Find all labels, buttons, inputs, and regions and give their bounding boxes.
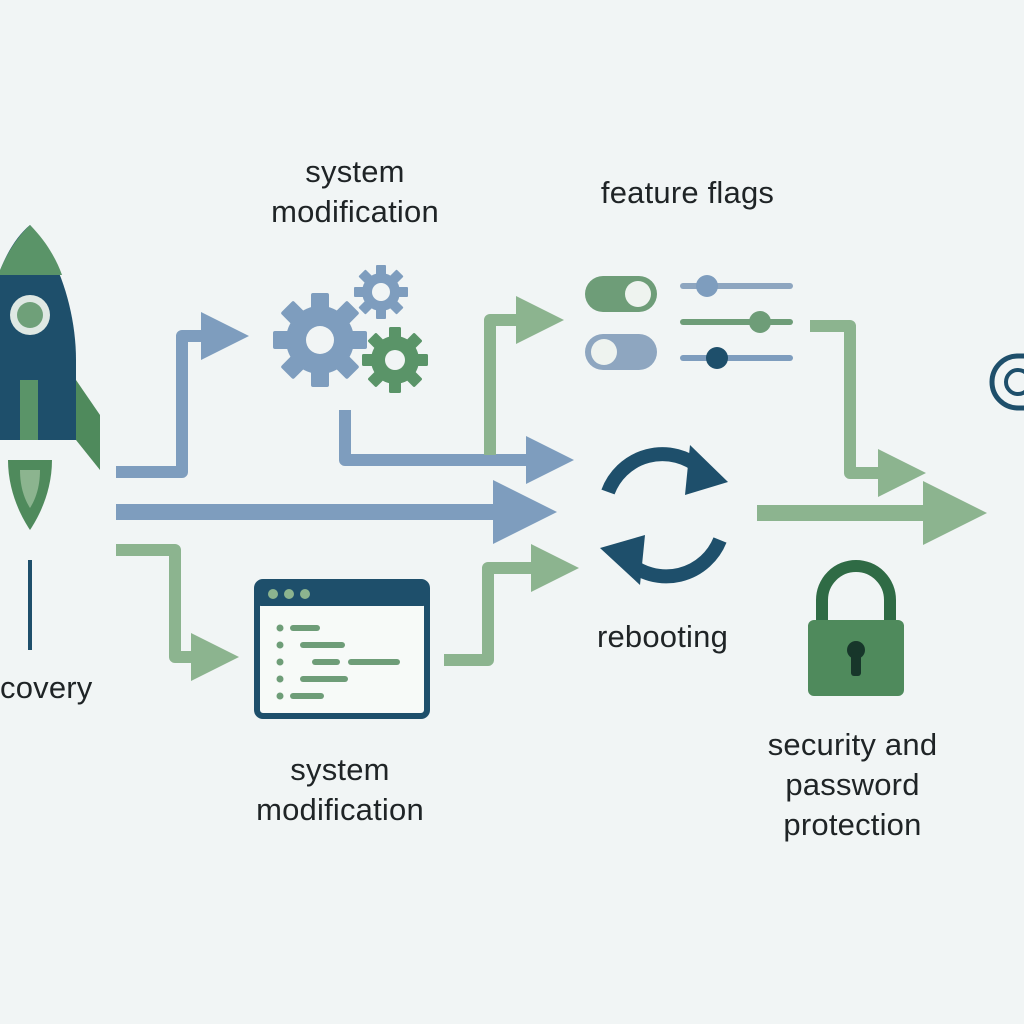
arrow-to-gears xyxy=(116,312,249,478)
arrow-gears-to-reboot xyxy=(339,410,574,484)
toggle-switches-icon xyxy=(585,276,657,370)
label-system-modification-bottom: system modification xyxy=(220,750,460,830)
label-line: protection xyxy=(783,807,922,842)
label-line: security and xyxy=(767,727,938,762)
label-recovery: covery xyxy=(0,670,93,705)
label-rebooting: rebooting xyxy=(596,619,729,654)
label-security: security and password protection xyxy=(730,725,975,845)
label-feature-flags: feature flags xyxy=(600,175,775,210)
arrow-flags-to-right xyxy=(810,320,926,497)
label-line: password xyxy=(785,767,920,802)
arrow-code-to-reboot xyxy=(444,544,579,666)
arrow-to-feature-flags xyxy=(484,296,564,455)
arrow-to-code-window xyxy=(116,544,239,681)
toggle-icon xyxy=(989,353,1024,411)
rocket-icon xyxy=(0,225,100,650)
gears-icon xyxy=(273,265,428,393)
label-line: system xyxy=(290,752,390,787)
label-line: modification xyxy=(256,792,424,827)
padlock-icon xyxy=(808,560,904,696)
label-line: system xyxy=(305,154,405,189)
refresh-cycle-icon xyxy=(600,445,728,585)
code-window-icon xyxy=(254,579,430,719)
label-line: modification xyxy=(271,194,439,229)
sliders-icon xyxy=(680,275,793,369)
label-system-modification-top: system modification xyxy=(235,152,475,232)
